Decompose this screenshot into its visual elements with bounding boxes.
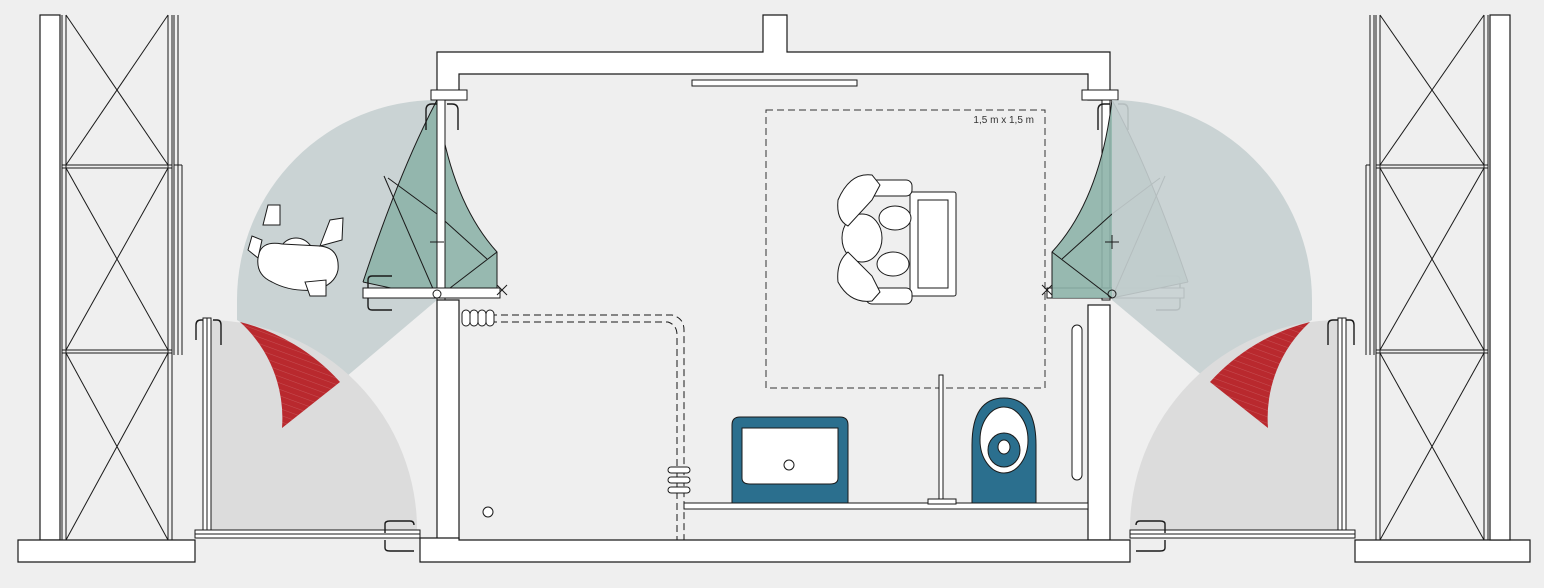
right-exterior-wall (1365, 14, 1511, 541)
right-bottom-wall (1354, 539, 1531, 563)
toilet-icon (971, 397, 1037, 504)
left-bottom-wall (17, 539, 196, 563)
left-outer-door[interactable] (194, 317, 421, 552)
washbasin-icon (731, 416, 849, 504)
door-handle-icon[interactable] (384, 520, 415, 552)
left-door-swing-conflict-zone (240, 322, 340, 428)
turning-space-label: 1,5 m x 1,5 m (973, 115, 1034, 126)
left-shelving-rack (61, 14, 173, 541)
left-exterior-wall (39, 14, 183, 541)
grab-bar-icon (1071, 324, 1083, 481)
door-handle-icon[interactable] (425, 103, 459, 130)
grab-bar-icon (927, 374, 957, 505)
right-door-swing-zone-lower (1129, 320, 1340, 535)
turning-space: 1,5 m x 1,5 m (765, 109, 1046, 389)
floor-drain-icon (482, 506, 494, 518)
door-handle-icon[interactable] (367, 275, 392, 311)
wheelchair-user-icon (837, 174, 957, 305)
vanity-counter (683, 502, 1089, 510)
radiator-icon (461, 309, 495, 327)
grab-bar-icon (667, 466, 691, 494)
ceiling-light (691, 79, 858, 87)
shower-area (490, 314, 685, 540)
right-door-swing-zone-upper (1112, 100, 1312, 382)
right-shelving-rack (1375, 14, 1489, 541)
door-handle-icon[interactable] (195, 319, 222, 345)
person-walking-icon (247, 204, 344, 297)
right-door-swing-conflict-zone (1210, 322, 1310, 428)
left-door-swing-zone-lower (207, 320, 418, 535)
right-outer-door[interactable] (1129, 317, 1356, 552)
door-handle-icon[interactable] (1327, 319, 1355, 345)
door-handle-icon[interactable] (1135, 520, 1166, 552)
